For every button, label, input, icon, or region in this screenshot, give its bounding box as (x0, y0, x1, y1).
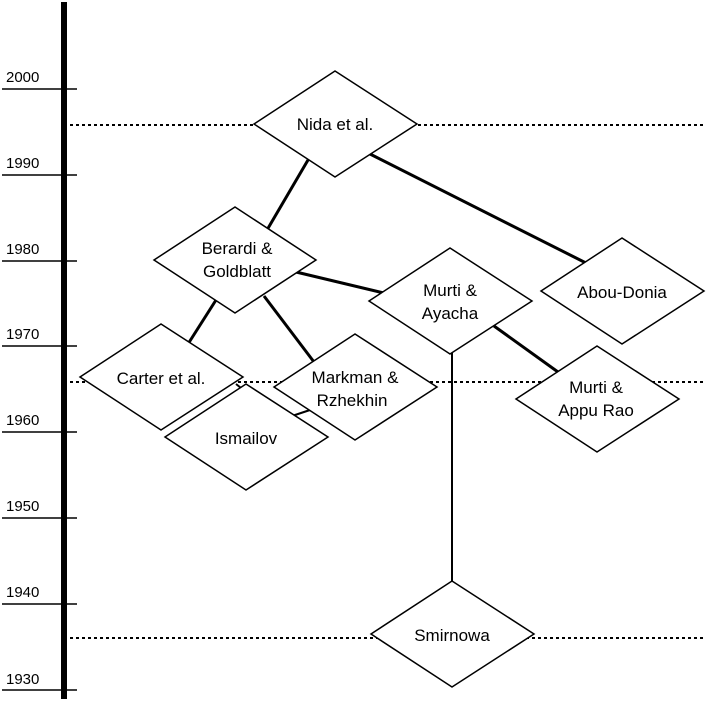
node-berardi-label-line2: Goldblatt (203, 262, 271, 281)
link-berardi-carter (186, 299, 218, 345)
node-carter: Carter et al. (78, 323, 245, 431)
node-markman-label-line2: Rzhekhin (317, 391, 388, 410)
node-murti-ayacha-label-line2: Ayacha (422, 304, 479, 323)
node-carter-label: Carter et al. (117, 369, 206, 388)
year-tick-1970: 1970 (2, 326, 77, 347)
node-abou-donia-label: Abou-Donia (577, 283, 667, 302)
node-nida: Nida et al. (252, 70, 419, 178)
year-label-1930: 1930 (6, 671, 39, 688)
node-smirnowa: Smirnowa (369, 580, 536, 688)
node-murti-ayacha-label-line1: Murti & (423, 281, 478, 300)
year-tick-2000: 2000 (2, 69, 77, 90)
node-abou-donia: Abou-Donia (539, 237, 706, 345)
year-tick-1980: 1980 (2, 241, 77, 262)
year-tick-1940: 1940 (2, 584, 77, 605)
link-berardi-murti-ayacha (295, 270, 389, 296)
year-label-1950: 1950 (6, 498, 39, 515)
node-markman-label-line1: Markman & (312, 368, 400, 387)
node-ismailov-label: Ismailov (215, 429, 278, 448)
link-nida-abou-donia (369, 152, 589, 266)
node-berardi-label-line1: Berardi & (202, 239, 274, 258)
year-label-1940: 1940 (6, 584, 39, 601)
node-markman: Markman & Rzhekhin (272, 333, 439, 441)
link-berardi-markman (262, 295, 316, 363)
link-murti-ayacha-murti-appu (493, 324, 559, 374)
node-ismailov: Ismailov (163, 383, 330, 491)
node-murti-appu-label-line2: Appu Rao (558, 401, 634, 420)
year-tick-1960: 1960 (2, 412, 77, 433)
link-nida-berardi (265, 159, 310, 231)
year-label-2000: 2000 (6, 69, 39, 86)
node-berardi: Berardi & Goldblatt (152, 206, 318, 314)
node-murti-appu: Murti & Appu Rao (514, 345, 681, 453)
year-label-1960: 1960 (6, 412, 39, 429)
node-murti-ayacha: Murti & Ayacha (367, 247, 534, 355)
year-tick-1990: 1990 (2, 155, 77, 176)
year-tick-1950: 1950 (2, 498, 77, 519)
node-smirnowa-label: Smirnowa (414, 626, 490, 645)
node-murti-appu-label-line1: Murti & (569, 378, 624, 397)
year-label-1970: 1970 (6, 326, 39, 343)
node-nida-label: Nida et al. (297, 115, 374, 134)
year-label-1990: 1990 (6, 155, 39, 172)
year-label-1980: 1980 (6, 241, 39, 258)
year-tick-1930: 1930 (2, 671, 77, 691)
